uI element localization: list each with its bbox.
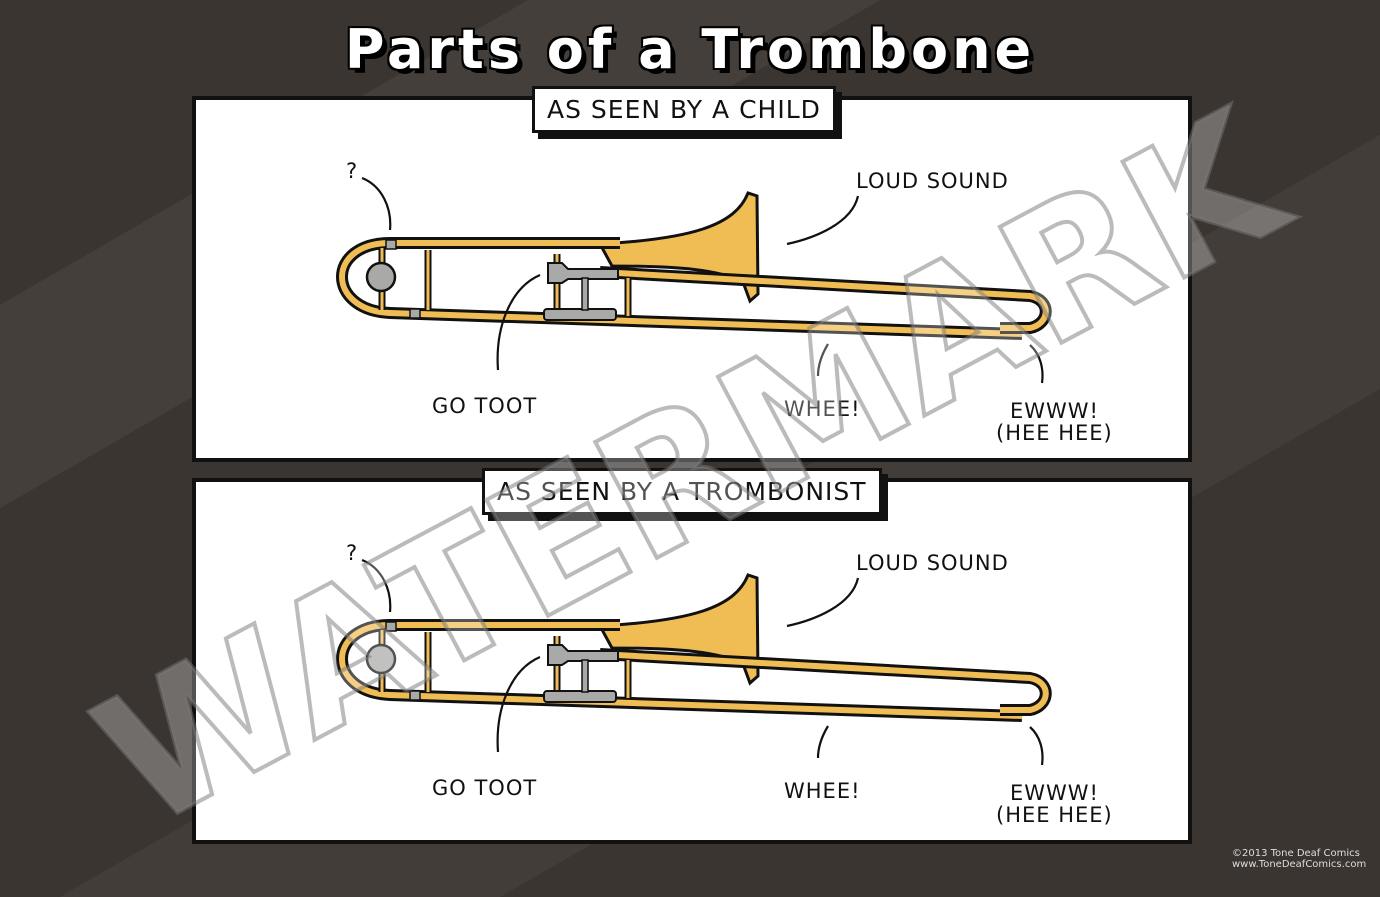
label-question: ? bbox=[346, 159, 359, 183]
label-go-toot: GO TOOT bbox=[432, 776, 538, 800]
label-whee: WHEE! bbox=[784, 779, 861, 803]
label-loud-sound: LOUD SOUND bbox=[856, 169, 1009, 193]
copyright: ©2013 Tone Deaf Comics www.ToneDeafComic… bbox=[1232, 848, 1366, 870]
label-question: ? bbox=[346, 541, 359, 565]
label-hee-hee: (HEE HEE) bbox=[996, 803, 1113, 827]
copyright-line: ©2013 Tone Deaf Comics bbox=[1232, 848, 1360, 859]
panel-child: ? LOUD SOUND GO TOOT WHEE! EWWW! (HEE HE… bbox=[192, 96, 1192, 462]
label-loud-sound: LOUD SOUND bbox=[856, 551, 1009, 575]
label-whee: WHEE! bbox=[784, 397, 861, 421]
panel-heading-trombonist: AS SEEN BY A TROMBONIST bbox=[482, 468, 882, 515]
page-title: Parts of a Trombone bbox=[344, 18, 1036, 81]
copyright-url: www.ToneDeafComics.com bbox=[1232, 859, 1367, 870]
panel-heading-child: AS SEEN BY A CHILD bbox=[532, 86, 836, 133]
label-hee-hee: (HEE HEE) bbox=[996, 421, 1113, 445]
panel-trombonist: ? LOUD SOUND GO TOOT WHEE! EWWW! (HEE HE… bbox=[192, 478, 1192, 844]
label-ewww: EWWW! bbox=[1010, 399, 1099, 423]
label-ewww: EWWW! bbox=[1010, 781, 1099, 805]
label-go-toot: GO TOOT bbox=[432, 394, 538, 418]
